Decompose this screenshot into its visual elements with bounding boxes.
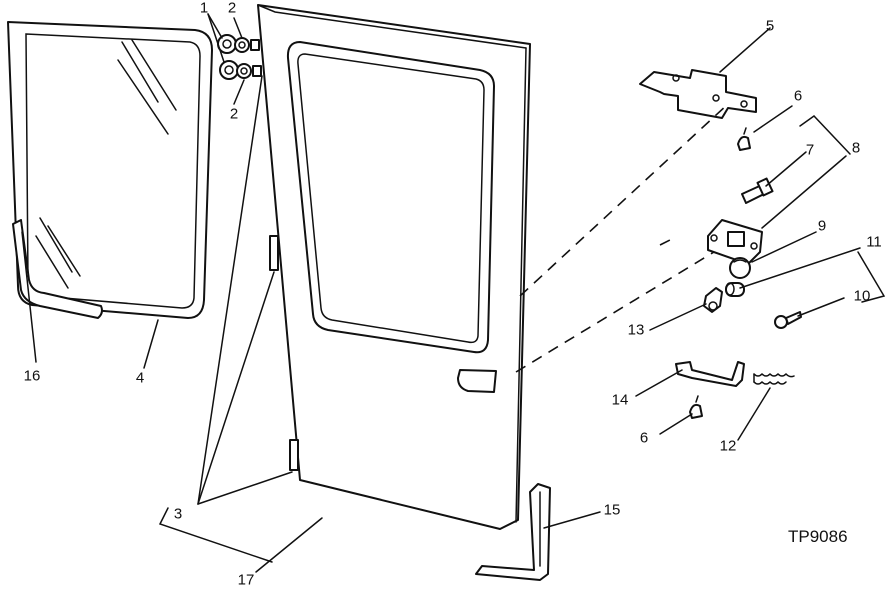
callout-11: 11 (866, 234, 882, 251)
latch-plate (707, 219, 763, 265)
callout-numbers: 1 2 2 3 4 5 6 6 7 8 9 10 11 12 13 14 15 … (24, 0, 882, 589)
knob (729, 257, 751, 279)
callout-13: 13 (628, 322, 645, 339)
callout-2-top: 2 (228, 0, 236, 17)
cam (703, 287, 723, 313)
drawing-code: TP9086 (788, 527, 848, 546)
door-seal-strip (475, 483, 551, 581)
callout-9: 9 (818, 218, 826, 235)
leader-lines (21, 13, 886, 573)
callout-8: 8 (852, 140, 860, 157)
door-panel (257, 4, 531, 530)
callout-12: 12 (720, 438, 737, 455)
lock-cylinder (725, 282, 745, 297)
window-fasteners (217, 34, 262, 80)
callout-6-bottom: 6 (640, 430, 648, 447)
callout-3: 3 (174, 506, 182, 523)
screw-6-top (737, 127, 751, 151)
callout-1: 1 (200, 0, 208, 17)
callout-5: 5 (766, 18, 774, 35)
callout-6-top: 6 (794, 88, 802, 105)
callout-7: 7 (806, 142, 814, 159)
window-seal-strip (12, 219, 103, 319)
screw-6-bottom (689, 395, 703, 419)
spring (753, 372, 795, 385)
callout-4: 4 (136, 370, 144, 387)
hinge-plate (639, 69, 757, 119)
callout-15: 15 (604, 502, 621, 519)
handle (675, 361, 745, 387)
key (774, 311, 802, 329)
callout-17: 17 (238, 572, 255, 589)
callout-2-bottom: 2 (230, 106, 238, 123)
callout-16: 16 (24, 368, 41, 385)
callout-10: 10 (854, 288, 871, 305)
callout-14: 14 (612, 392, 629, 409)
window-glass-panel (7, 21, 213, 319)
assembly-lines (515, 103, 729, 373)
bolt (741, 177, 774, 204)
